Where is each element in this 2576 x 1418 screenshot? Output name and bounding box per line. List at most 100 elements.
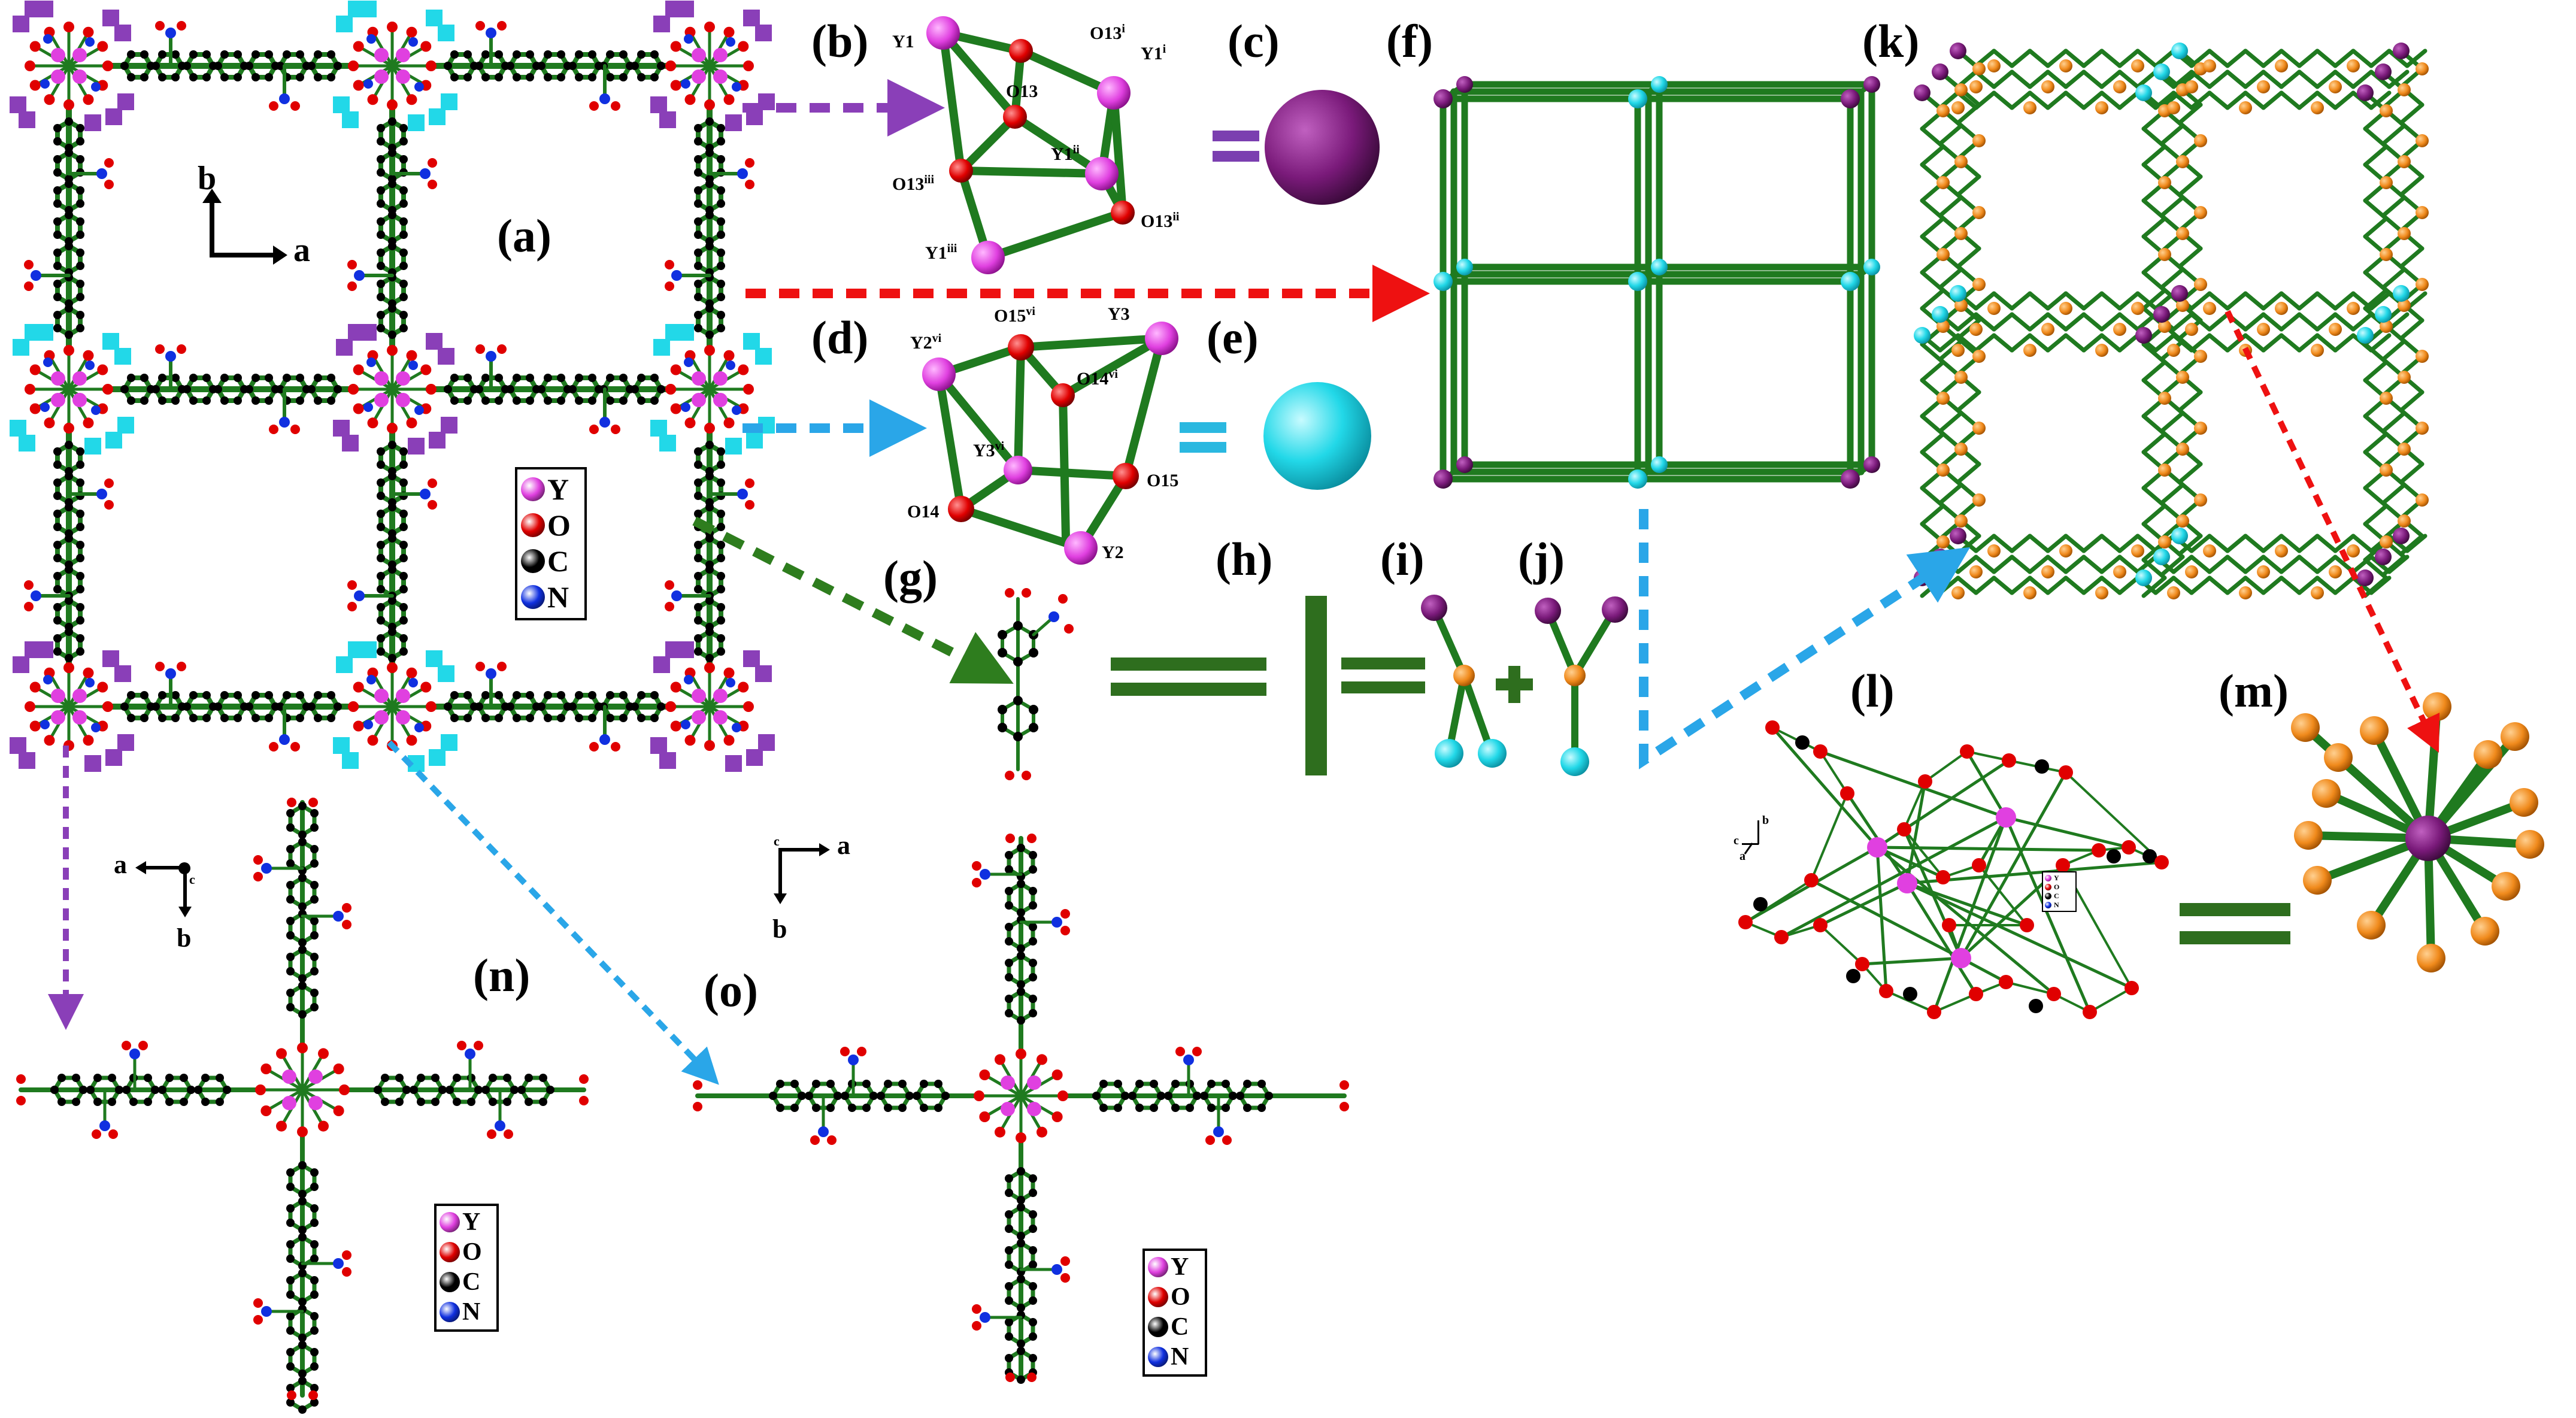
panel-c-purple-node-sphere — [1265, 90, 1380, 205]
legend-symbol-c: C — [547, 544, 569, 578]
arrow-k-to-m — [2225, 310, 2440, 753]
label-o13-i: O13i — [1090, 22, 1125, 43]
label-o15-vi: O15vi — [994, 305, 1035, 326]
panel-label-e: (e) — [1207, 311, 1259, 363]
panel-m-node — [2291, 692, 2544, 972]
panel-label-c: (c) — [1228, 15, 1280, 67]
legend-row-o: O — [440, 1238, 493, 1266]
arrow-a-to-o — [387, 740, 719, 1085]
legend-row-c: C — [521, 544, 581, 578]
panel-label-m: (m) — [2219, 665, 2289, 717]
label-o13-ii: O13ii — [1141, 210, 1180, 231]
panel-n-sbu-view — [16, 798, 589, 1414]
legend-symbol-y: Y — [462, 1208, 481, 1236]
label-y1-ii: Y1ii — [1051, 143, 1080, 164]
legend-swatch-y — [1148, 1257, 1168, 1277]
legend-symbol-o: O — [1171, 1283, 1190, 1311]
panel-e-cyan-node-sphere — [1263, 382, 1371, 490]
label-y3: Y3 — [1108, 304, 1130, 324]
legend-swatch-o — [2045, 884, 2051, 890]
legend-row-y: Y — [1148, 1253, 1202, 1281]
legend-symbol-n: N — [1171, 1343, 1189, 1371]
panel-a-framework — [10, 1, 775, 772]
label-o14: O14 — [907, 502, 940, 522]
legend-swatch-y — [521, 477, 545, 501]
legend-symbol-n: N — [2054, 901, 2059, 909]
axis-label-b-l: b — [1762, 814, 1769, 827]
legend-row-y: Y — [440, 1208, 493, 1237]
legend-symbol-c: C — [1171, 1313, 1189, 1341]
axes-a-panel: b a — [198, 162, 317, 275]
panel-i-node — [1421, 595, 1507, 768]
axis-label-c-o: c — [774, 834, 780, 849]
legend-swatch-n — [521, 585, 545, 609]
legend-row-n: N — [2045, 901, 2074, 910]
legend-row-n: N — [440, 1298, 493, 1326]
panel-label-k: (k) — [1862, 15, 1920, 67]
legend-swatch-n — [1148, 1347, 1168, 1367]
equals-h-i — [1341, 658, 1425, 693]
label-o13: O13 — [1006, 81, 1038, 101]
panel-label-l: (l) — [1850, 665, 1895, 717]
legend-swatch-o — [440, 1242, 460, 1262]
legend-symbol-o: O — [547, 508, 571, 542]
legend-swatch-c — [2045, 893, 2051, 899]
panel-g-ligand — [998, 588, 1074, 780]
axis-label-b: b — [198, 160, 217, 197]
panel-label-g: (g) — [883, 551, 938, 603]
axis-label-b-n: b — [177, 923, 192, 953]
legend-symbol-o: O — [2054, 883, 2060, 891]
panel-o-sbu-view — [693, 834, 1349, 1384]
panel-label-f: (f) — [1386, 15, 1433, 67]
legend-swatch-c — [440, 1272, 460, 1292]
panel-label-a: (a) — [497, 210, 551, 262]
panel-label-j: (j) — [1518, 533, 1565, 585]
panel-label-n: (n) — [473, 949, 531, 1001]
legend-symbol-n: N — [462, 1298, 481, 1326]
panel-f-net — [1434, 76, 1880, 489]
axis-label-c-n: c — [189, 872, 195, 887]
axes-o-panel: c a b — [766, 826, 868, 946]
axis-label-c-l: c — [1734, 834, 1739, 847]
legend-swatch-o — [1148, 1287, 1168, 1307]
axes-n-panel: a c b — [114, 844, 216, 958]
axis-label-a-l: a — [1739, 850, 1745, 863]
legend-row-n: N — [521, 580, 581, 614]
legend-row-y: Y — [521, 472, 581, 507]
label-y2: Y2 — [1102, 543, 1124, 562]
arrow-f-to-k — [1639, 509, 1971, 769]
legend-swatch-o — [521, 513, 545, 537]
legend-row-c: C — [2045, 892, 2074, 901]
legend-symbol-c: C — [462, 1268, 481, 1296]
label-y1: Y1 — [892, 32, 914, 51]
legend-swatch-c — [1148, 1317, 1168, 1337]
panel-label-b: (b) — [811, 15, 869, 67]
legend-swatch-n — [440, 1302, 460, 1322]
legend-symbol-y: Y — [2054, 874, 2059, 882]
arrow-a-to-g — [692, 516, 1014, 684]
equals-g-h — [1111, 658, 1266, 696]
panel-l-coordination — [1738, 720, 2169, 1019]
label-y1-i: Y1i — [1141, 43, 1166, 63]
legend-swatch-n — [2045, 902, 2051, 908]
plus-sign — [1496, 666, 1533, 703]
panel-j-node — [1535, 596, 1628, 776]
axis-label-a-o: a — [837, 831, 850, 860]
panel-label-h: (h) — [1216, 533, 1273, 585]
panel-label-o: (o) — [704, 964, 758, 1016]
legend-symbol-c: C — [2054, 892, 2059, 900]
axis-label-a-n: a — [114, 850, 127, 879]
legend-row-y: Y — [2045, 874, 2074, 883]
legend-row-c: C — [440, 1268, 493, 1296]
axis-label-a: a — [293, 232, 310, 269]
panel-b-y1-cluster — [926, 16, 1135, 274]
legend-row-o: O — [521, 508, 581, 543]
panel-k-net — [1914, 43, 2429, 599]
legend-swatch-y — [2045, 875, 2051, 881]
axis-label-b-o: b — [772, 914, 787, 944]
